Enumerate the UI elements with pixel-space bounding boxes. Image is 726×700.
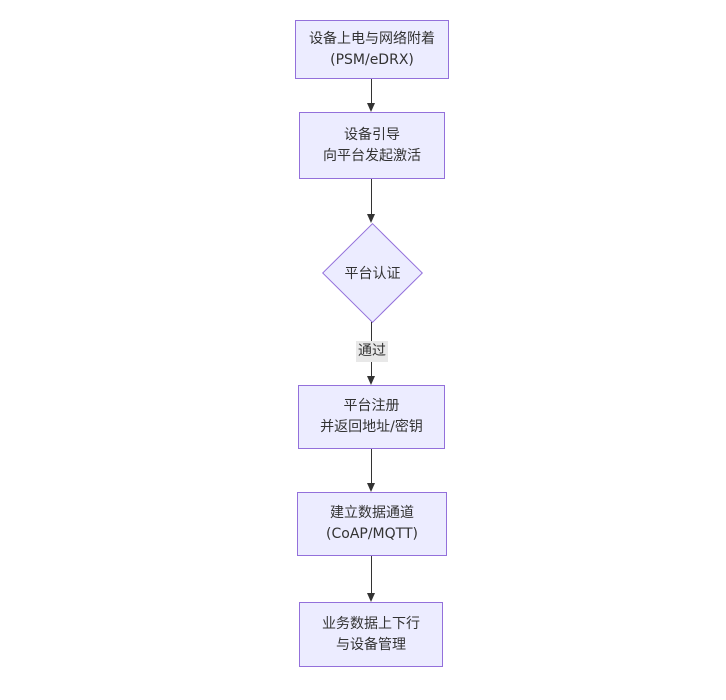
node-text-line: (CoAP/MQTT) xyxy=(326,526,418,542)
node-text-line: 建立数据通道 xyxy=(330,505,414,521)
flow-node-data-channel: 建立数据通道 (CoAP/MQTT) xyxy=(297,492,447,556)
flow-node-device-attach: 设备上电与网络附着 (PSM/eDRX) xyxy=(295,20,449,79)
arrowhead-down-icon xyxy=(367,103,375,112)
diamond-shape xyxy=(322,223,423,323)
node-text-line: 平台注册 xyxy=(343,398,400,414)
node-text-line: 平台认证 xyxy=(344,266,401,282)
arrowhead-down-icon xyxy=(367,593,375,602)
arrowhead-down-icon xyxy=(367,214,375,223)
edge-line xyxy=(371,556,372,593)
flow-node-bootstrap: 设备引导 向平台发起激活 xyxy=(299,112,445,179)
edge-label-pass: 通过 xyxy=(356,341,388,362)
edge-line xyxy=(371,79,372,103)
arrowhead-down-icon xyxy=(367,483,375,492)
flow-node-platform-auth: 平台认证 xyxy=(322,223,423,323)
edge-line xyxy=(371,179,372,214)
arrowhead-down-icon xyxy=(367,376,375,385)
node-text-line: 向平台发起激活 xyxy=(323,147,421,164)
node-text-line: 与设备管理 xyxy=(336,636,406,653)
node-text-line: 设备上电与网络附着 xyxy=(309,30,435,47)
edge-line xyxy=(371,449,372,483)
flow-node-platform-register: 平台注册 并返回地址/密钥 xyxy=(298,385,445,449)
flow-node-business-data: 业务数据上下行 与设备管理 xyxy=(299,602,443,667)
node-text-line: 设备引导 xyxy=(344,126,400,143)
node-text-line: 业务数据上下行 xyxy=(322,615,420,632)
node-text-line: 并返回地址/密钥 xyxy=(320,419,423,435)
node-text-line: (PSM/eDRX) xyxy=(330,51,414,68)
